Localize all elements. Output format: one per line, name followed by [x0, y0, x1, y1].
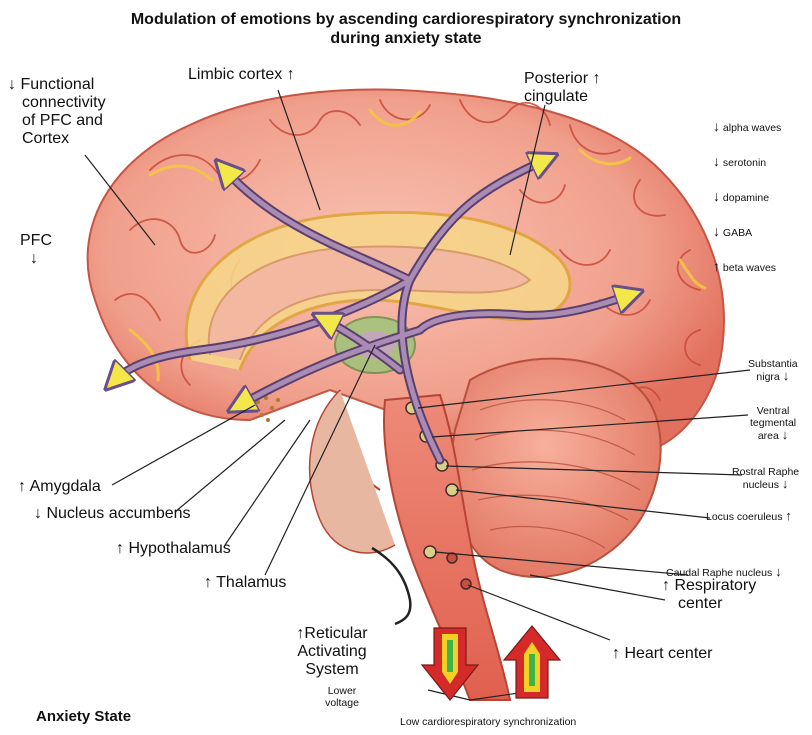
title-line-2: during anxiety state [0, 29, 812, 48]
label-thalamus: ↑ Thalamus [204, 574, 286, 592]
label-anxiety-state: Anxiety State [36, 708, 131, 725]
up-arrow-icon: ↑ [785, 508, 792, 523]
label-lower-voltage: Lower voltage [318, 685, 366, 709]
up-arrow-icon [504, 626, 560, 698]
down-arrow-icon: ↓ [782, 427, 789, 442]
label-heart-center: ↑ Heart center [612, 645, 713, 663]
title-line-1: Modulation of emotions by ascending card… [0, 10, 812, 29]
neuro-item: ↓ GABA [713, 225, 781, 260]
down-arrow-icon: ↓ [783, 368, 790, 383]
label-posterior-cingulate: Posterior ↑ cingulate [524, 70, 600, 106]
diagram-title: Modulation of emotions by ascending card… [0, 10, 812, 48]
neuro-item: ↓ serotonin [713, 155, 781, 190]
down-arrow-icon: ↓ [775, 564, 782, 579]
label-ventral-tegmental: Ventral tegmental area ↓ [750, 405, 796, 442]
up-arrow-icon: ↑ [287, 66, 295, 83]
up-arrow-icon: ↑ [204, 574, 212, 591]
down-arrow-icon: ↓ [8, 76, 16, 93]
label-limbic-cortex: Limbic cortex ↑ [188, 66, 295, 84]
reticular-bracket [372, 548, 410, 624]
label-functional-connectivity: ↓ Functional connectivity of PFC and Cor… [8, 76, 106, 148]
neuro-list: ↓ alpha waves ↓ serotonin ↓ dopamine ↓ G… [713, 120, 781, 295]
label-pfc: PFC ↓ [20, 232, 52, 268]
label-nucleus-accumbens: ↓ Nucleus accumbens [34, 505, 191, 523]
down-arrow-icon: ↓ [34, 505, 42, 522]
cerebellum [451, 359, 660, 577]
up-arrow-icon: ↑ [18, 478, 26, 495]
up-arrow-icon: ↑ [662, 577, 670, 594]
label-respiratory-center: ↑ Respiratory center [662, 577, 756, 613]
label-amygdala: ↑ Amygdala [18, 478, 101, 496]
label-rostral-raphe: Rostral Raphe nucleus ↓ [732, 466, 799, 491]
up-arrow-icon: ↑ [592, 70, 600, 87]
up-arrow-icon: ↑ [116, 540, 124, 557]
neuro-item: ↓ alpha waves [713, 120, 781, 155]
neuro-item: ↑ beta waves [713, 260, 781, 295]
down-arrow-icon: ↓ [20, 250, 52, 268]
label-reticular-activating-system: ↑Reticular Activating System [287, 625, 377, 679]
label-hypothalamus: ↑ Hypothalamus [116, 540, 231, 558]
label-substantia-nigra: Substantia nigra ↓ [748, 358, 798, 383]
down-arrow-icon: ↓ [782, 476, 789, 491]
neuro-item: ↓ dopamine [713, 190, 781, 225]
up-arrow-icon: ↑ [612, 645, 620, 662]
label-locus-coeruleus: Locus coeruleus ↑ [706, 510, 792, 523]
label-low-sync: Low cardiorespiratory synchronization [400, 716, 576, 728]
